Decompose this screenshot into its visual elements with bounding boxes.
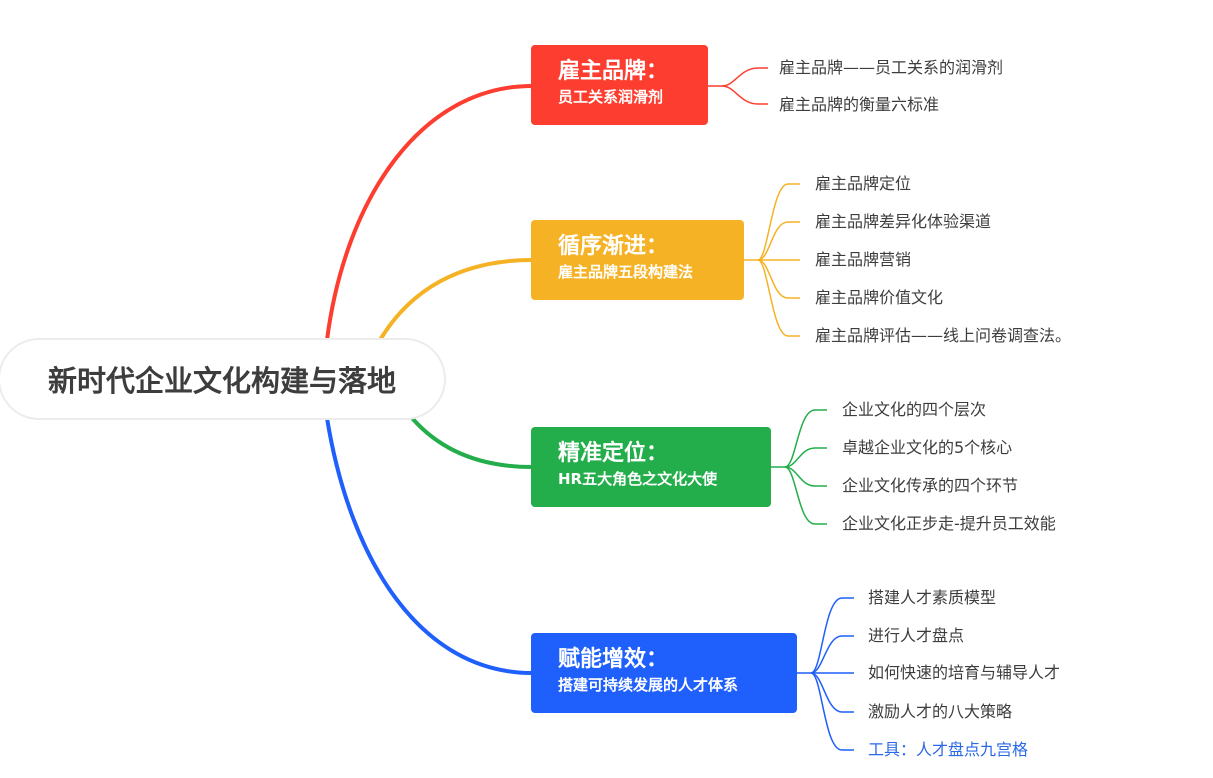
subtopic[interactable]: 搭建人才素质模型 bbox=[868, 588, 997, 607]
connector-root-branch-1 bbox=[325, 84, 533, 341]
subtopic[interactable]: 企业文化传承的四个环节 bbox=[842, 476, 1019, 495]
connector-root-branch-4 bbox=[325, 417, 533, 675]
connector-group-branch-4 bbox=[797, 597, 854, 751]
branch-subtitle: 搭建可持续发展的人才体系 bbox=[558, 676, 739, 694]
subtopic[interactable]: 企业文化正步走-提升员工效能 bbox=[842, 514, 1056, 533]
subtopic[interactable]: 卓越企业文化的5个核心 bbox=[842, 438, 1013, 457]
connector-group-branch-3 bbox=[771, 409, 827, 525]
subtopic[interactable]: 如何快速的培育与辅导人才 bbox=[868, 663, 1061, 682]
root-topic[interactable]: 新时代企业文化构建与落地 bbox=[0, 338, 446, 420]
subtopic[interactable]: 雇主品牌——员工关系的润滑剂 bbox=[779, 58, 1004, 77]
branch-title: 雇主品牌： bbox=[558, 59, 669, 84]
subtopic[interactable]: 企业文化的四个层次 bbox=[842, 400, 987, 419]
branch-title: 赋能增效： bbox=[558, 647, 669, 672]
subtopic[interactable]: 雇主品牌定位 bbox=[815, 174, 912, 193]
branch-topic-4[interactable]: 赋能增效： 搭建可持续发展的人才体系 bbox=[531, 633, 797, 713]
branch-topic-2[interactable]: 循序渐进： 雇主品牌五段构建法 bbox=[531, 220, 744, 300]
branch-topic-3[interactable]: 精准定位： HR五大角色之文化大使 bbox=[531, 427, 771, 507]
branch-topic-1[interactable]: 雇主品牌： 员工关系润滑剂 bbox=[531, 45, 708, 125]
subtopic[interactable]: 激励人才的八大策略 bbox=[868, 702, 1013, 721]
connector-group-branch-1 bbox=[708, 67, 768, 105]
subtopic[interactable]: 雇主品牌营销 bbox=[815, 250, 912, 269]
branch-subtitle: 雇主品牌五段构建法 bbox=[558, 263, 694, 281]
branch-title: 循序渐进： bbox=[558, 234, 669, 259]
subtopic[interactable]: 雇主品牌价值文化 bbox=[815, 288, 944, 307]
connector-group-branch-2 bbox=[744, 183, 800, 337]
subtopic-link[interactable]: 工具：人才盘点九宫格 bbox=[868, 740, 1029, 759]
branch-title: 精准定位： bbox=[558, 441, 669, 466]
root-title: 新时代企业文化构建与落地 bbox=[47, 364, 396, 398]
connector-root-branch-2 bbox=[378, 258, 533, 342]
branch-subtitle: HR五大角色之文化大使 bbox=[558, 470, 718, 488]
branch-subtitle: 员工关系润滑剂 bbox=[558, 88, 664, 106]
subtopic[interactable]: 进行人才盘点 bbox=[868, 626, 965, 645]
subtopic[interactable]: 雇主品牌差异化体验渠道 bbox=[815, 212, 992, 231]
connector-root-branch-3 bbox=[410, 416, 533, 469]
subtopic[interactable]: 雇主品牌评估——线上问卷调查法。 bbox=[815, 326, 1072, 345]
subtopic[interactable]: 雇主品牌的衡量六标准 bbox=[779, 95, 940, 114]
